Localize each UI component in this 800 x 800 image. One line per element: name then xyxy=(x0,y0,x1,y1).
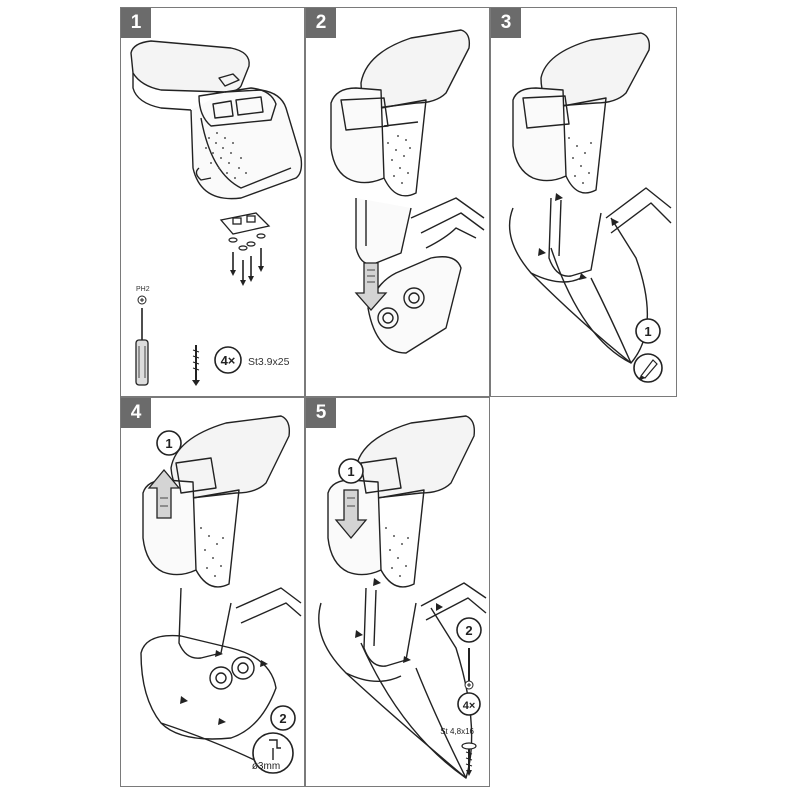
center-console xyxy=(367,256,462,354)
step-indicator-2 xyxy=(270,705,296,731)
console-outline xyxy=(508,207,649,364)
step-indicator-2-label: 2 xyxy=(465,623,472,638)
quantity-circle xyxy=(214,346,242,374)
armrest-drilling-illustration: 1 2 ø3mm xyxy=(140,415,302,774)
step-indicator-1 xyxy=(156,430,182,456)
mounting-bracket xyxy=(219,212,271,235)
step-indicator-2 xyxy=(456,617,482,643)
console-outline xyxy=(318,602,473,779)
armrest-marking-illustration: 1 xyxy=(508,32,672,383)
step-indicator-1-label: 1 xyxy=(347,464,354,479)
step-indicator-2-label: 2 xyxy=(279,711,286,726)
step-indicator-1 xyxy=(338,458,364,484)
marker-pen-icon xyxy=(633,353,663,383)
drill-icon xyxy=(252,732,294,774)
step-panel-2: 2 xyxy=(305,7,490,397)
step-indicator-1-label: 1 xyxy=(165,436,172,451)
screwdriver-bit-icon xyxy=(464,648,474,690)
step-panel-4: 4 xyxy=(120,397,305,787)
quantity-circle xyxy=(457,692,481,716)
step-number-badge: 1 xyxy=(121,8,151,38)
quantity-label: 4× xyxy=(463,700,476,712)
armrest-assembly-illustration: PH2 4× St3.9x25 xyxy=(130,40,303,386)
armrest-lid xyxy=(130,40,250,93)
lift-up-arrow-icon xyxy=(147,468,181,519)
step-number-badge: 3 xyxy=(491,8,521,38)
storage-opening xyxy=(198,87,277,127)
push-down-arrow-icon xyxy=(354,262,388,311)
step-indicator-label: 1 xyxy=(644,324,651,339)
console-outline xyxy=(140,634,277,740)
step-number-badge: 2 xyxy=(306,8,336,38)
step-indicator xyxy=(635,318,661,344)
screw-spec-label: St 4,8x16 xyxy=(440,727,474,736)
step-number-badge: 4 xyxy=(121,398,151,428)
mounting-post xyxy=(355,198,412,265)
screw-spec-label: St3.9x25 xyxy=(248,356,290,368)
drill-size-label: ø3mm xyxy=(252,761,280,772)
tool-label: PH2 xyxy=(136,286,150,293)
step-panel-1: 1 xyxy=(120,7,305,397)
step-number-badge: 5 xyxy=(306,398,336,428)
step-panel-3: 3 1 xyxy=(490,7,677,397)
quantity-label: 4× xyxy=(221,353,236,368)
step-panel-5: 5 xyxy=(305,397,490,787)
screw-icon xyxy=(192,345,200,386)
screw-icon xyxy=(461,742,477,776)
screwdriver-icon xyxy=(135,295,149,386)
armrest-final-mount-illustration: 1 2 4× St 4,8x16 xyxy=(318,415,487,779)
push-down-arrow-icon xyxy=(334,489,368,540)
armrest-mount-illustration xyxy=(330,29,485,354)
